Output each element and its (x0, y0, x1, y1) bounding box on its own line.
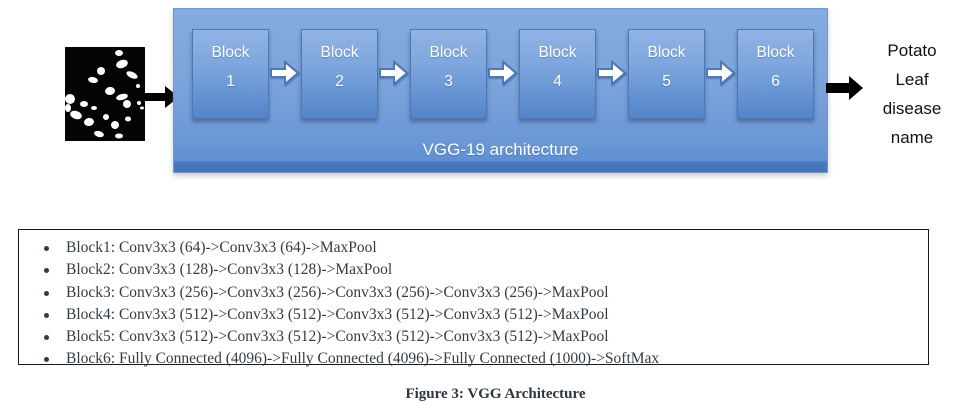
list-item: Block5: Conv3x3 (512)->Conv3x3 (512)->Co… (19, 326, 928, 348)
block-3-detail: Block3: Conv3x3 (256)->Conv3x3 (256)->Co… (66, 283, 609, 301)
block-4-detail: Block4: Conv3x3 (512)->Conv3x3 (512)->Co… (66, 305, 609, 323)
list-item: Block1: Conv3x3 (64)->Conv3x3 (64)->MaxP… (19, 237, 928, 259)
list-item: Block6: Fully Connected (4096)->Fully Co… (19, 348, 928, 370)
output-arrow-icon (826, 76, 863, 100)
flow-arrow-icon (706, 60, 736, 86)
input-leaf-image (65, 47, 145, 141)
vgg-architecture-label: VGG-19 architecture (422, 140, 579, 159)
bullet-icon (44, 246, 49, 251)
list-item: Block2: Conv3x3 (128)->Conv3x3 (128)->Ma… (19, 259, 928, 281)
bullet-icon (44, 290, 49, 296)
flow-arrow-icon (597, 60, 627, 86)
block-2-word: Block (320, 44, 359, 61)
block-1-detail: Block1: Conv3x3 (64)->Conv3x3 (64)->MaxP… (66, 239, 377, 256)
block-5: Block 5 (628, 29, 705, 119)
figure-caption: Figure 3: VGG Architecture (405, 386, 586, 402)
block-1: Block 1 (192, 29, 269, 119)
block-6: Block 6 (737, 29, 814, 119)
leaf-spots-graphic (65, 50, 144, 139)
output-line-3: disease (882, 99, 942, 118)
output-line-4: name (890, 128, 934, 147)
block-6-detail: Block6: Fully Connected (4096)->Fully Co… (66, 350, 660, 368)
output-line-2: Leaf (895, 70, 929, 89)
block-5-detail: Block5: Conv3x3 (512)->Conv3x3 (512)->Co… (66, 328, 609, 346)
output-label: Potato Leaf disease name (869, 36, 955, 152)
block-2-num: 2 (335, 73, 344, 90)
block-2-detail: Block2: Conv3x3 (128)->Conv3x3 (128)->Ma… (66, 261, 393, 279)
block-3-num: 3 (444, 73, 453, 90)
block-1-num: 1 (226, 73, 235, 90)
block-4-word: Block (538, 44, 577, 61)
block-5-num: 5 (662, 73, 671, 90)
bullet-icon (44, 357, 49, 363)
vgg-architecture-container: Block 1 Block 2 Block 3 Block 4 Block (173, 8, 828, 173)
block-4: Block 4 (519, 29, 596, 119)
block-3-word: Block (429, 44, 468, 61)
block-6-word: Block (756, 44, 795, 61)
block-6-num: 6 (771, 73, 780, 90)
list-item: Block4: Conv3x3 (512)->Conv3x3 (512)->Co… (19, 304, 928, 326)
block-details-list: Block1: Conv3x3 (64)->Conv3x3 (64)->MaxP… (19, 230, 928, 371)
bullet-icon (44, 312, 49, 318)
block-1-word: Block (211, 44, 250, 61)
flow-arrow-icon (488, 60, 518, 86)
list-item: Block3: Conv3x3 (256)->Conv3x3 (256)->Co… (19, 282, 928, 304)
block-3: Block 3 (410, 29, 487, 119)
input-arrow-icon (144, 86, 179, 108)
vgg-figure-diagram: Block 1 Block 2 Block 3 Block 4 Block (65, 8, 955, 173)
block-5-word: Block (647, 44, 686, 61)
flow-arrow-icon (270, 60, 300, 86)
block-4-num: 4 (553, 73, 562, 90)
block-2: Block 2 (301, 29, 378, 119)
bullet-icon (44, 335, 49, 341)
block-details-box: Block1: Conv3x3 (64)->Conv3x3 (64)->MaxP… (18, 229, 929, 367)
flow-arrow-icon (379, 60, 409, 86)
output-line-1: Potato (887, 41, 937, 60)
bullet-icon (44, 268, 49, 274)
